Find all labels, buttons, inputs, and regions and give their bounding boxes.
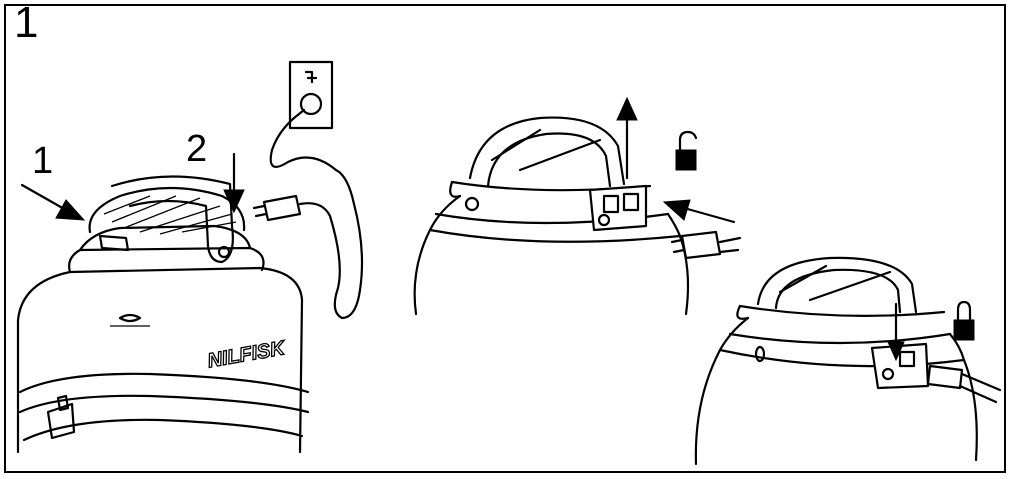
wall-socket-icon [290,62,332,128]
padlock-closed-icon [954,302,974,340]
arrow-left-icon [664,200,734,222]
unlock-step-illustration [415,98,740,314]
vacuum-cleaner-illustration: NILFISK [18,62,362,452]
arrow-up-icon [617,98,637,178]
brand-logo: NILFISK [206,337,288,372]
padlock-open-icon [676,132,696,170]
arrow-to-lid-icon [22,185,84,220]
lock-step-illustration [696,258,1000,464]
